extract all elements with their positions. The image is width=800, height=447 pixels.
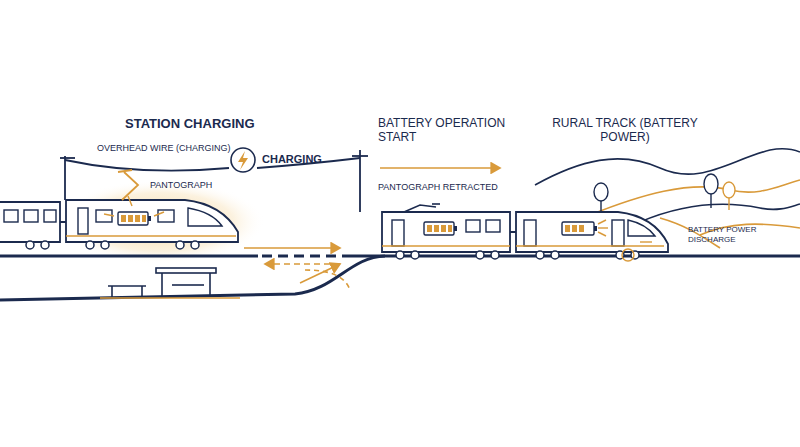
section-heading: RURAL TRACK (BATTERY POWER): [545, 116, 705, 145]
section-heading: BATTERY OPERATION START: [378, 116, 508, 145]
discharge-label: BATTERY POWER DISCHARGE: [688, 225, 788, 244]
pantograph-label: PANTOGRAPH RETRACTED: [378, 182, 498, 193]
pantograph-label: PANTOGRAPH: [150, 180, 212, 191]
section-heading: STATION CHARGING: [125, 116, 255, 132]
wire-label: OVERHEAD WIRE (CHARGING): [97, 143, 231, 154]
charging-label: CHARGING: [262, 153, 322, 166]
